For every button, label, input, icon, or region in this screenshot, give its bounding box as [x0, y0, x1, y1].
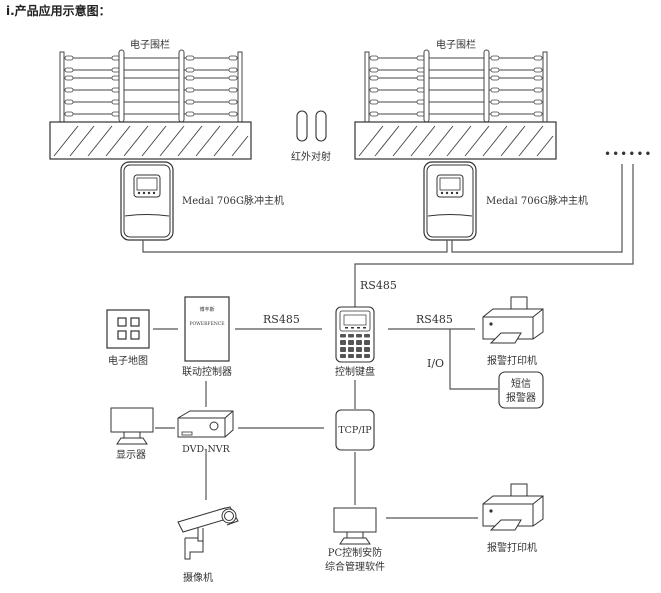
pc-monitor-icon — [333, 507, 377, 545]
electric-fence-2: 电子围栏 — [354, 38, 557, 160]
controller-brand-en: POWERFENCE — [189, 321, 224, 327]
controller-box-icon — [184, 296, 230, 362]
pulse-host-icon — [423, 161, 477, 241]
controller-brand-cn: 博丰斯 — [199, 306, 214, 313]
rs485-right-label: RS485 — [416, 313, 453, 326]
sms-alarm: 短信 报警器 — [498, 371, 544, 409]
alarm-printer-1: 报警打印机 — [482, 296, 544, 367]
control-keypad: 控制键盘 — [335, 306, 375, 378]
host-1-label: Medal 706G脉冲主机 — [182, 194, 284, 207]
infrared-receiver-icon — [315, 110, 327, 142]
pc-line2: 综合管理软件 — [325, 560, 385, 573]
pulse-host-2: Medal 706G脉冲主机 — [423, 161, 588, 241]
electronic-map: 电子地图 — [106, 309, 150, 367]
io-label: I/O — [427, 357, 444, 370]
nvr-icon — [177, 410, 234, 438]
camera: 摄像机 — [177, 506, 239, 584]
cctv-camera-icon — [177, 506, 239, 560]
pulse-host-1: Medal 706G脉冲主机 — [120, 161, 284, 241]
pc-management: PC控制安防 综合管理软件 — [325, 507, 385, 573]
rs485-left-label: RS485 — [263, 313, 300, 326]
fence-2-label: 电子围栏 — [436, 38, 476, 51]
sms-alarm-box — [498, 371, 544, 409]
printer-icon — [482, 483, 544, 531]
printer-icon — [482, 296, 544, 344]
pc-line1: PC控制安防 — [328, 546, 382, 559]
page-title: i.产品应用示意图： — [6, 4, 111, 18]
camera-label: 摄像机 — [183, 571, 213, 584]
monitor-label: 显示器 — [116, 449, 146, 461]
monitor: 显示器 — [110, 407, 154, 461]
sms-line1: 短信 — [511, 377, 531, 390]
printer-1-label: 报警打印机 — [487, 354, 537, 367]
tcpip-label: TCP/IP — [338, 425, 372, 436]
monitor-icon — [110, 407, 154, 445]
linkage-controller: 博丰斯 POWERFENCE 联动控制器 — [182, 296, 232, 378]
printer-2-label: 报警打印机 — [487, 541, 537, 554]
infrared-beam: 红外对射 — [291, 110, 331, 163]
more-hosts-ellipsis: •••••• — [604, 147, 652, 161]
electric-fence-1: 电子围栏 — [49, 38, 252, 160]
sms-line2: 报警器 — [506, 391, 536, 404]
tcpip-box — [335, 409, 375, 451]
infrared-label: 红外对射 — [291, 150, 331, 163]
nvr-label: DVD-NVR — [182, 444, 230, 455]
linkage-label: 联动控制器 — [182, 365, 232, 378]
host-2-label: Medal 706G脉冲主机 — [486, 194, 588, 207]
keypad-label: 控制键盘 — [335, 365, 375, 378]
emap-label: 电子地图 — [108, 354, 148, 367]
tcpip-node: TCP/IP — [335, 409, 375, 451]
pulse-host-icon — [120, 161, 174, 241]
infrared-emitter-icon — [296, 110, 308, 142]
fence-1-label: 电子围栏 — [130, 38, 170, 51]
rs485-top-label: RS485 — [360, 279, 397, 292]
map-grid-icon — [106, 309, 150, 349]
connection-lines — [142, 164, 634, 519]
alarm-printer-2: 报警打印机 — [482, 483, 544, 554]
dvd-nvr: DVD-NVR — [177, 410, 234, 455]
